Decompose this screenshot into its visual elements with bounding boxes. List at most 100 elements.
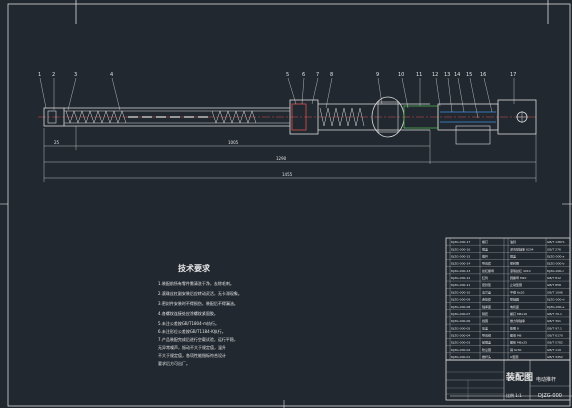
tech-note: 6.未注形位公差按GB/T1184-K执行。 (158, 328, 226, 334)
dimension-lines (43, 126, 537, 182)
bom-cell-left-name: 挡圈 (482, 318, 488, 323)
bom-cell-right-name: O型圈 (510, 354, 518, 359)
bom-cell-left-code: DJZG-000-08 (451, 305, 470, 309)
bom-cell-left-code: DJZG-000-13 (451, 269, 470, 273)
bom-cell-right-code: GB/T 70.1 (547, 312, 562, 316)
bom-cell-right-name: 螺钉 M6x16 (510, 311, 527, 316)
bom-cell-left-code: DJZG-000-17 (451, 240, 470, 244)
callout-label: 2 (52, 72, 55, 78)
callout-label: 16 (480, 72, 486, 78)
tech-note: 4.各螺纹连接处应涂螺纹紧固胶。 (158, 310, 218, 316)
product-name: 电动推杆 (536, 376, 556, 383)
bom-cell-left-name: 法兰盘 (482, 289, 491, 294)
bom-cell-left-code: DJZG-000-03 (451, 341, 470, 345)
scale-label: 比例 1:1 (506, 392, 522, 398)
callout-label: 3 (74, 72, 77, 78)
bom-cell-right-name: 平键 6x20 (510, 289, 525, 294)
bom-cell-right-code: GB/T 858 (547, 283, 561, 287)
bom-cell-left-code: DJZG-000-11 (451, 283, 470, 287)
tech-note: 3.密封件安装时不得损伤，装配后不得漏油。 (158, 300, 238, 306)
bom-cell-right-code: GB/T 276 (547, 247, 561, 251)
bom-cell-right-name: 密封圈 (510, 261, 519, 266)
bom-cell-left-code: DJZG-000-06 (451, 319, 470, 323)
bom-cell-left-name: 导向键 (482, 332, 491, 337)
bom-cell-left-code: DJZG-000-07 (451, 312, 470, 316)
bom-cell-right-code: GB/T 6170 (547, 333, 563, 337)
callout-label: 10 (398, 72, 404, 78)
callout-label: 13 (444, 72, 450, 78)
callout-label: 6 (302, 72, 305, 78)
bom-cell-right-code: GB/T 13871 (547, 240, 565, 244)
bom-cell-left-name: 前端盖 (482, 340, 491, 345)
bom-cell-right-code: GB/T 5782 (547, 341, 563, 345)
bom-cell-right-name: 滚珠丝杠 4010 (510, 268, 531, 273)
bom-cell-right-code: GB/T 1096 (547, 290, 563, 294)
bom-cell-right-code: DJZG-000-c (547, 269, 564, 273)
bom-cell-left-name: 端盖 (482, 246, 488, 251)
bom-cell-right-name: 推力球轴承 (510, 318, 525, 323)
callout-label: 15 (466, 72, 472, 78)
bom-cell-right-name: 圆螺母 M20 (510, 275, 526, 280)
bom-cell-left-code: DJZG-000-12 (451, 276, 470, 280)
bom-cell-left-code: DJZG-000-14 (451, 262, 470, 266)
dimension-total: 1455 (282, 172, 293, 177)
bom-cell-right-code: DJZG-000-b (547, 262, 564, 266)
tech-note: 7.产品装配完成后进行空载试验，运行平稳， (158, 336, 238, 342)
bom-cell-right-code: GB/T 119 (547, 348, 561, 352)
bom-cell-left-code: DJZG-000-09 (451, 298, 470, 302)
bom-cell-left-name: 推杆 (482, 254, 488, 259)
bom-cell-left-name: 压盖 (482, 325, 488, 330)
bom-cell-left-code: DJZG-000-16 (451, 247, 470, 251)
callout-label: 11 (416, 72, 422, 78)
callout-label: 7 (316, 72, 319, 78)
callout-label: 5 (286, 72, 289, 78)
callout-label: 9 (376, 72, 379, 78)
callout-labels: 1 2 3 4 5 6 7 8 9 10 11 12 13 14 15 16 1… (38, 72, 516, 78)
bom-cell-left-code: DJZG-000-01 (451, 355, 470, 359)
tech-note: 2.滚珠丝杠副安装后应转动灵活，无卡滞现象。 (158, 290, 242, 296)
callout-label: 12 (432, 72, 438, 78)
bom-cell-left-name: 推杆头 (482, 354, 491, 359)
bom-cell-left-name: 轴承座 (482, 304, 491, 309)
dimension-small: 25 (54, 140, 60, 145)
tech-note: 不大于规定值，各项性能指标符合设计 (158, 352, 226, 358)
bom-cell-left-name: 防尘圈 (482, 347, 491, 352)
callout-label: 1 (38, 72, 41, 78)
bom-cell-right-name: 螺母 M8 (510, 332, 522, 337)
bom-cell-left-name: 连接套 (482, 297, 491, 302)
bom-cell-right-name: 电机座 (510, 304, 519, 309)
bom-cell-left-name: 隔套 (482, 311, 488, 316)
bom-cell-right-name: 深沟球轴承 6204 (510, 246, 534, 251)
tech-req-title: 技术要求 (178, 263, 211, 273)
bom-cell-right-code: GB/T 97.1 (547, 326, 562, 330)
bom-cell-right-name: 联轴器 (510, 297, 519, 302)
bom-cell-right-name: 销 6x30 (510, 347, 522, 352)
bom-cell-right-code: GB/T 3452 (547, 355, 563, 359)
bom-cell-right-name: 止动垫圈 (510, 282, 522, 287)
dimension-labels: 25 1005 1290 1455 (54, 140, 293, 177)
tech-note: 1.装配前所有零件需清洗干净，去除毛刺。 (158, 280, 234, 286)
bom-cell-left-code: DJZG-000-04 (451, 333, 470, 337)
bom-cell-right-code: GB/T 812 (547, 276, 561, 280)
bom-cell-right-code: DJZG-000-a (547, 255, 564, 259)
bom-cell-left-code: DJZG-000-02 (451, 348, 470, 352)
bom-cell-left-name: 螺钉 (482, 239, 488, 244)
technical-requirements: 技术要求 1.装配前所有零件需清洗干净，去除毛刺。 2.滚珠丝杠副安装后应转动灵… (158, 263, 242, 366)
bom-cell-right-name: 螺栓 M8x25 (510, 340, 527, 345)
bom-cell-left-name: 导向套 (482, 261, 491, 266)
callout-label: 8 (330, 72, 333, 78)
drawing-number: DJZG-000 (538, 393, 562, 399)
callout-leaders (39, 77, 515, 119)
bom-cell-right-code: GB/T 301 (547, 319, 561, 323)
bom-cell-right-code: DJZG-000-d (547, 298, 564, 302)
actuator-section-view (38, 96, 537, 145)
dimension-mid: 1005 (228, 140, 239, 145)
tech-note: 要求后方可出厂。 (158, 360, 190, 366)
assembly-label: 装配图 (505, 371, 533, 383)
dimension-inner: 1290 (276, 156, 287, 161)
bom-cell-left-code: DJZG-000-05 (451, 326, 470, 330)
bom-cell-left-name: 密封垫 (482, 282, 491, 287)
